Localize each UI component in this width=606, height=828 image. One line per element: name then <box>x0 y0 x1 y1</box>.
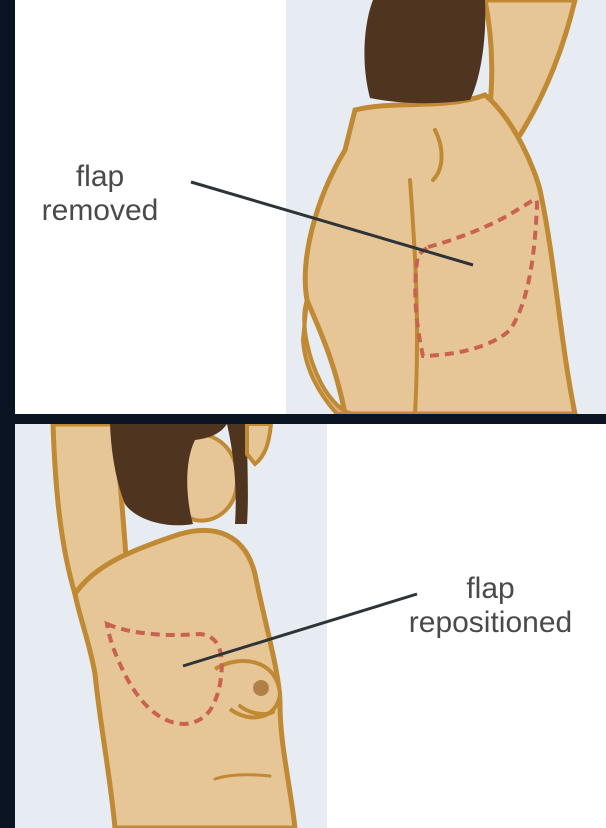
label-line: removed <box>25 194 175 228</box>
flap-removed-label: flap removed <box>25 160 175 228</box>
label-line: flap <box>25 160 175 194</box>
flap-repositioned-label: flap repositioned <box>375 572 606 640</box>
label-line: repositioned <box>375 606 606 640</box>
panel-divider <box>0 414 606 424</box>
hair <box>364 0 485 103</box>
nipple <box>253 680 269 696</box>
label-line: flap <box>375 572 606 606</box>
